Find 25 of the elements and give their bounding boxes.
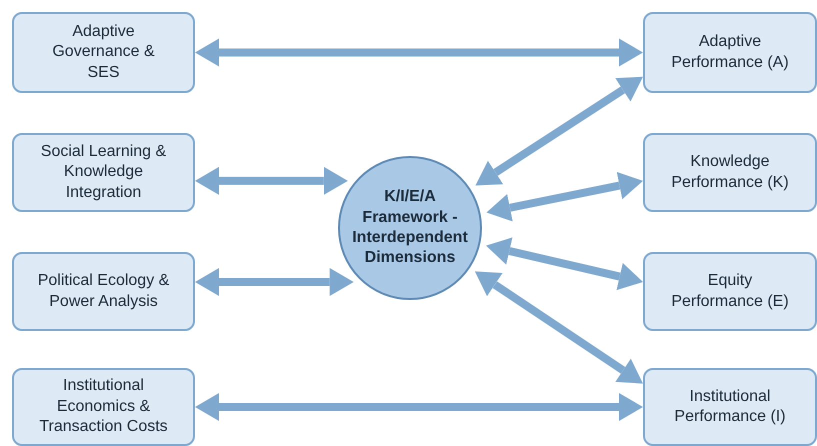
- double-arrow: [195, 393, 643, 421]
- process-box: [643, 252, 817, 331]
- node-label: K/I/E/A Framework - Interdependent Dimensions: [351, 187, 469, 268]
- double-arrow: [195, 268, 354, 296]
- process-box: [643, 133, 817, 212]
- double-arrow: [486, 237, 643, 290]
- process-box: [12, 133, 195, 212]
- node-label: Equity Performance (E): [670, 271, 790, 312]
- process-box: [12, 368, 195, 446]
- double-arrow: [195, 166, 348, 195]
- node-label: Knowledge Performance (K): [670, 152, 790, 192]
- double-arrow: [486, 172, 643, 222]
- process-box: [643, 368, 817, 446]
- node-label: Institutional Economics & Transaction Costs: [38, 376, 169, 438]
- node-label: Social Learning & Knowledge Integration: [40, 142, 168, 203]
- process-box: [643, 12, 817, 93]
- process-box: [12, 252, 195, 331]
- node-label: Institutional Performance (I): [673, 386, 787, 427]
- double-arrow: [475, 76, 643, 186]
- process-box: [12, 12, 195, 93]
- double-arrow: [474, 271, 643, 384]
- node-label: Political Ecology & Power Analysis: [36, 271, 170, 312]
- node-label: Adaptive Performance (A): [670, 32, 790, 72]
- node-label: Adaptive Governance & SES: [51, 22, 156, 83]
- double-arrow: [195, 38, 643, 66]
